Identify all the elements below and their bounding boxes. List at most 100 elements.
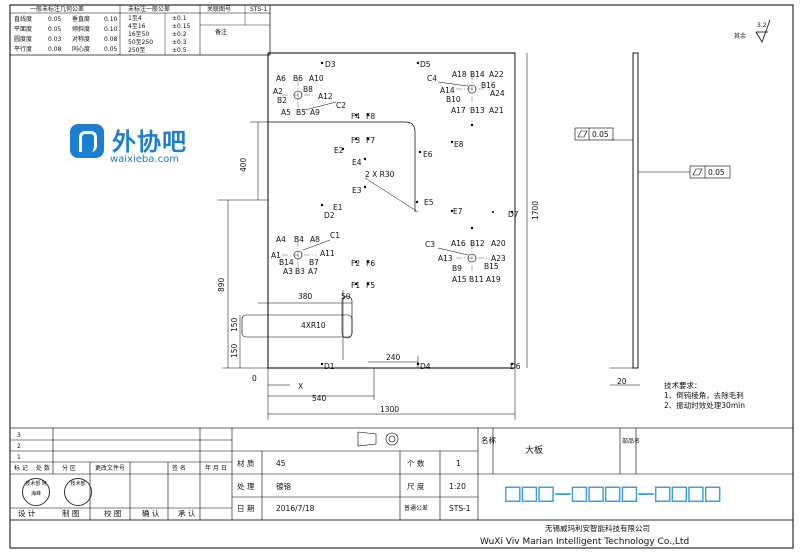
hole-label: A15 (452, 275, 467, 284)
hole-label: A10 (309, 74, 324, 83)
tol-row-name: 平面度 (14, 25, 32, 33)
treatment-value: 镀铬 (276, 481, 291, 491)
origin-label: 0 (252, 374, 257, 383)
hole-label: C4 (427, 74, 437, 83)
tech-req-line2: 2、振动时效处理30min (664, 400, 745, 410)
hole-label: A20 (491, 239, 506, 248)
tol-row-val: 0.03 (48, 36, 62, 43)
material-label: 材 质 (237, 458, 255, 468)
hole-label: F5 (366, 281, 375, 290)
hole-label: A19 (486, 275, 501, 284)
dim-380: 380 (298, 292, 313, 301)
tech-requirements: 技术要求： 1、倒钝棱角，去除毛刺 2、振动时效处理30min (664, 380, 745, 410)
hole-label: F6 (366, 259, 375, 268)
hole-labels: A6 B6 A10 A2 B8 A12 B2 A5 B5 A9 C4 A18 B… (271, 60, 521, 371)
dim-slot: 4XR10 (301, 321, 326, 330)
hole-label: C1 (330, 231, 340, 240)
slots (241, 295, 353, 339)
approval-stamp: 技术部 (64, 478, 92, 506)
hole-label: B3 (295, 267, 305, 276)
hole-label: B11 (469, 275, 484, 284)
tol-row-val2: 0.10 (104, 26, 118, 33)
hole-label: A13 (438, 254, 453, 263)
hole-label: A18 (452, 70, 467, 79)
hole-label: E3 (352, 186, 362, 195)
hole-label: A2 (273, 87, 283, 96)
hole-label: B4 (294, 235, 304, 244)
role-confirm: 确 认 (142, 508, 160, 518)
rev-header: 更改文件号 (95, 464, 125, 472)
tolerance-ref: STS-1 (449, 504, 471, 513)
flatness-callout-2: 0.05 (689, 165, 731, 179)
flatness-value: 0.05 (592, 130, 609, 139)
material-value: 45 (276, 459, 286, 468)
hole-label: D5 (420, 60, 431, 69)
hole-label: E1 (333, 203, 343, 212)
name-label: 名称 (481, 435, 496, 445)
tol-row-name: 直线度 (14, 15, 32, 23)
hole-label: B13 (470, 106, 485, 115)
logo-text-cn: 外协吧 (112, 128, 187, 156)
company-cn: 无锡威玛利安智能科技有限公司 (545, 523, 650, 533)
hole-label: A21 (489, 106, 504, 115)
hole-label: C3 (425, 240, 435, 249)
hole-label: F8 (366, 112, 375, 121)
role-design: 设 计 (18, 508, 36, 518)
hole-label: B8 (303, 85, 313, 94)
dim-150-lower: 150 (230, 343, 239, 358)
rev-row: 1 (17, 454, 21, 461)
qty-value: 1 (456, 459, 461, 468)
role-check: 校 图 (104, 508, 121, 518)
hole-label: A24 (490, 89, 505, 98)
hole-label: B10 (446, 95, 461, 104)
hole-label: E5 (424, 198, 434, 207)
gen-tol-value: ±0.3 (172, 39, 187, 46)
hole-label: B2 (277, 96, 287, 105)
surface-finish-value: 3.2 (757, 22, 767, 29)
rev-row: 2 (17, 443, 21, 450)
center-lines (282, 74, 490, 273)
stamp-text: 技术部 阿海峰 (25, 481, 47, 497)
dim-540: 540 (312, 394, 327, 403)
tol-row-val: 0.05 (48, 26, 62, 33)
logo-text-en: waixieba.com (110, 154, 179, 165)
leader-lines (302, 81, 469, 256)
rev-header: 标 记 (14, 464, 28, 472)
dim-1700: 1700 (531, 201, 540, 220)
gen-tol-range: 4至16 (128, 23, 146, 30)
date-value: 2016/7/18 (276, 504, 315, 513)
tol-row-name: 圆度度 (14, 35, 32, 43)
gen-tol-value: ±0.15 (172, 23, 191, 30)
dim-400: 400 (239, 157, 248, 172)
hole-label: A11 (320, 249, 335, 258)
role-drafting: 制 图 (62, 508, 79, 518)
tol-row-val2: 0.05 (104, 46, 118, 53)
hole-label: B16 (481, 81, 496, 90)
gen-tol-value: ±0.2 (172, 31, 187, 38)
surface-finish-label: 其余 (734, 32, 746, 40)
gen-tol-range: 1至4 (128, 15, 142, 22)
hole-label: A14 (440, 86, 455, 95)
gen-tol-range: 50至250 (128, 39, 153, 46)
hole-label: F1 (351, 281, 360, 290)
hole-label: E4 (352, 158, 362, 167)
axis-x-label: X (298, 382, 303, 391)
part-number-label: 部品名 (622, 437, 640, 445)
hole-label: D7 (508, 210, 519, 219)
tol-row-name: 平行度 (14, 45, 32, 53)
hole-label: B12 (470, 239, 485, 248)
hole-label: A7 (308, 267, 318, 276)
hole-label: A8 (310, 235, 320, 244)
tol-header-mid: 未标注一般公差 (128, 5, 170, 13)
dim-radius: 2 X R30 (365, 170, 395, 179)
hole-label: B14 (279, 258, 294, 267)
dim-240: 240 (386, 353, 401, 362)
dim-1300: 1300 (380, 405, 399, 414)
tol-row-name2: 垂直度 (72, 15, 90, 23)
date-label: 日 期 (237, 504, 254, 513)
hole-label: E7 (453, 207, 463, 216)
hole-label: B15 (484, 262, 499, 271)
hole-label: D4 (420, 362, 431, 371)
rev-header: 处 数 (36, 464, 50, 472)
hole-label: A22 (489, 70, 504, 79)
